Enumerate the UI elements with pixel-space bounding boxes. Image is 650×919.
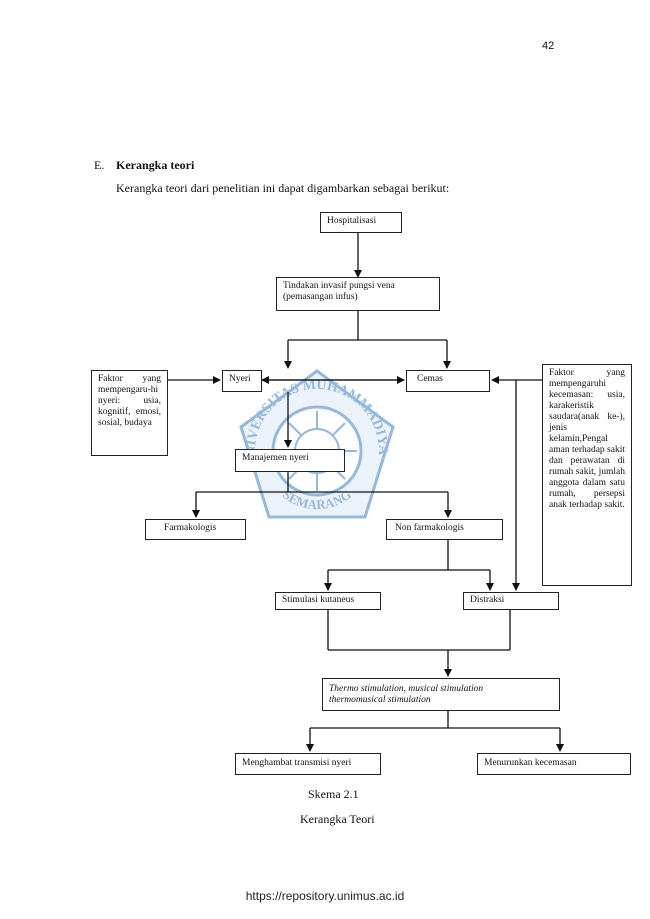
box-nyeri: Nyeri: [222, 370, 262, 392]
box-thermo-stimulation: Thermo stimulation, musical stimulation …: [322, 678, 560, 711]
box-stimulasi-kutaneus: Stimulasi kutaneus: [275, 592, 381, 610]
box-faktor-nyeri: Faktor yang mempengaru-hi nyeri: usia, k…: [91, 370, 168, 456]
box-hospitalisasi: Hospitalisasi: [320, 212, 402, 233]
box-cemas: Cemas: [406, 370, 490, 392]
schema-title: Kerangka Teori: [300, 812, 375, 826]
university-seal-watermark: UNIVERSITAS MUHAMMADIYAH SEMARANG: [233, 367, 395, 519]
box-menghambat-transmisi: Menghambat transmisi nyeri: [235, 753, 381, 775]
box-non-farmakologis: Non farmakologis: [386, 519, 503, 540]
box-menurunkan-kecemasan: Menurunkan kecemasan: [477, 753, 631, 775]
section-intro: Kerangka teori dari penelitian ini dapat…: [116, 181, 450, 195]
box-farmakologis: Farmakologis: [145, 519, 246, 540]
thermo-line-1: Thermo stimulation, musical stimulation: [329, 684, 484, 694]
thermo-line-2: thermomusical stimulation: [329, 695, 431, 705]
page-number: 42: [542, 40, 555, 52]
box-tindakan-invasif: Tindakan invasif pungsi vena (pemasangan…: [276, 277, 440, 311]
section-title: Kerangka teori: [116, 158, 195, 172]
box-distraksi: Distraksi: [463, 592, 559, 610]
box-manajemen-nyeri: Manajemen nyeri: [235, 449, 345, 472]
repository-url: https://repository.unimus.ac.id: [245, 889, 405, 903]
box-faktor-kecemasan: Faktor yang mempengaruhi kecemasan: usia…: [542, 364, 632, 586]
section-heading: E. Kerangka teori: [94, 158, 194, 173]
schema-number: Skema 2.1: [308, 787, 359, 801]
section-letter: E.: [94, 158, 105, 172]
